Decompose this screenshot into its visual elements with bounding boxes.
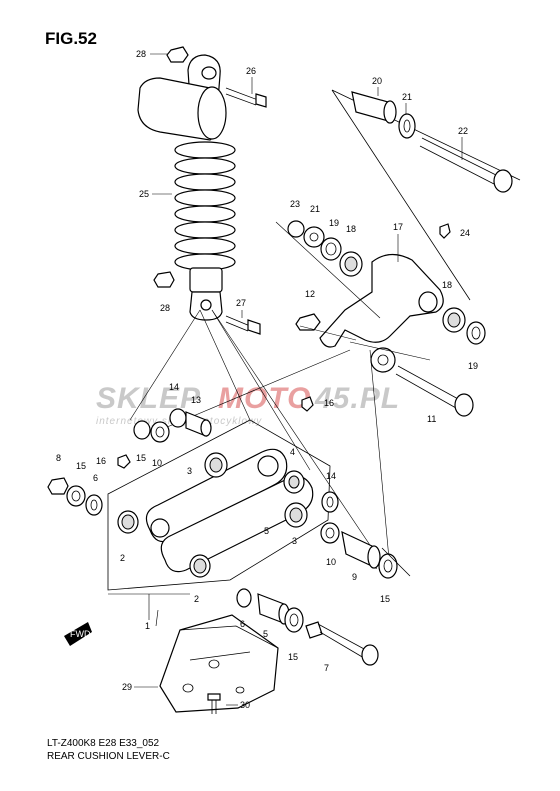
callout-22: 22 <box>458 126 468 136</box>
callout-28-top: 28 <box>136 49 146 59</box>
shock-body <box>189 267 223 293</box>
callout-17: 17 <box>393 222 403 232</box>
callout-labels: 28 26 25 28 27 20 21 22 23 21 19 18 17 2… <box>56 49 478 710</box>
cushion-lever-17-group <box>287 220 486 417</box>
cushion-rod-lower-arm <box>160 475 314 573</box>
callout-16-right: 16 <box>324 398 334 408</box>
callout-2-bottom: 2 <box>194 594 199 604</box>
callout-23: 23 <box>290 199 300 209</box>
model-code: LT-Z400K8 E28 E33_052 <box>47 738 160 749</box>
washer-14-right <box>321 491 339 513</box>
bolt-11 <box>395 365 474 417</box>
callout-14-upper: 14 <box>169 382 179 392</box>
callout-25: 25 <box>139 189 149 199</box>
fwd-label: FWD <box>70 629 91 639</box>
callout-28-bottom: 28 <box>160 303 170 313</box>
watermark: SKLEP MOTO 45.PL internetowy sklep motoc… <box>96 382 400 427</box>
callout-15-mid: 15 <box>136 453 146 463</box>
figure-title: FIG.52 <box>45 29 97 48</box>
callout-15-lower: 15 <box>288 652 298 662</box>
washer-14-upper-left <box>150 421 170 443</box>
bolt-7 <box>305 621 379 666</box>
nut-23 <box>287 220 305 238</box>
callout-10-right: 10 <box>326 557 336 567</box>
washer-15-upper-left <box>133 420 151 440</box>
callout-3-right: 3 <box>292 536 297 546</box>
callout-5-lower: 5 <box>263 629 268 639</box>
callout-27: 27 <box>236 298 246 308</box>
washer-15-lower <box>284 607 304 633</box>
callout-6-lower: 6 <box>240 619 245 629</box>
washer-19-left <box>320 237 342 261</box>
callout-10-upper: 10 <box>152 458 162 468</box>
upper-shaft-group <box>331 89 521 301</box>
nut-12 <box>295 313 321 331</box>
shock-reservoir-cap <box>197 86 227 140</box>
watermark-brand-mid: MOTO <box>218 382 311 415</box>
bolt-26 <box>225 87 267 108</box>
washer-15-right <box>378 553 398 579</box>
callout-21-mid: 21 <box>310 204 320 214</box>
nut-28-bottom <box>153 271 175 288</box>
washer-21-upper <box>398 113 416 139</box>
callout-19-right: 19 <box>468 361 478 371</box>
bolt-30 <box>207 693 221 714</box>
callout-8: 8 <box>56 453 61 463</box>
nut-28-top <box>166 46 189 63</box>
callout-13: 13 <box>191 395 201 405</box>
callout-29: 29 <box>122 682 132 692</box>
grease-nipple-16-left <box>117 454 131 469</box>
rear-shock-absorber <box>137 46 267 335</box>
callout-12: 12 <box>305 289 315 299</box>
callout-11: 11 <box>427 414 436 424</box>
washer-21-mid <box>303 226 325 248</box>
washer-10-right <box>320 522 340 544</box>
callout-18-right: 18 <box>442 280 452 290</box>
callout-24: 24 <box>460 228 470 238</box>
washer-15-left <box>66 485 86 507</box>
cushion-rod <box>145 448 314 573</box>
shock-bottom-eye-hole <box>200 299 212 311</box>
bracket-29 <box>159 614 279 713</box>
callout-19-left: 19 <box>329 218 339 228</box>
callout-7: 7 <box>324 663 329 673</box>
bolt-27 <box>225 315 261 335</box>
leader-1 <box>108 593 190 620</box>
washer-6-lower <box>236 588 252 608</box>
callout-26: 26 <box>246 66 256 76</box>
callout-9: 9 <box>352 572 357 582</box>
callout-15-left: 15 <box>76 461 86 471</box>
leader-15-right <box>381 547 411 577</box>
callout-30: 30 <box>240 700 250 710</box>
callout-16-left: 16 <box>96 456 106 466</box>
callout-2-left: 2 <box>120 553 125 563</box>
callout-18-left: 18 <box>346 224 356 234</box>
watermark-brand-right: 45.PL <box>314 382 400 415</box>
washer-10-upper-left <box>169 408 187 428</box>
grease-nipple-24 <box>439 223 451 239</box>
fwd-arrow-icon: FWD <box>64 622 92 646</box>
cushion-lever-17 <box>319 253 444 348</box>
callout-4: 4 <box>290 447 295 457</box>
watermark-brand-left: SKLEP <box>96 382 201 415</box>
washer-19-right <box>466 321 486 345</box>
lower-group-outline <box>107 419 331 591</box>
washer-6-left <box>85 494 103 516</box>
figure-caption: REAR CUSHION LEVER-C <box>47 751 170 762</box>
nut-8 <box>47 477 69 495</box>
callout-14-right: 14 <box>326 471 336 481</box>
shock-spring <box>174 141 236 271</box>
callout-21-upper: 21 <box>402 92 412 102</box>
callout-5: 5 <box>264 526 269 536</box>
callout-1: 1 <box>145 621 150 631</box>
grease-nipple-16-right <box>301 396 314 412</box>
callout-15-right: 15 <box>380 594 390 604</box>
bolt-22 <box>419 137 513 193</box>
callout-6-left: 6 <box>93 473 98 483</box>
callout-3-upper: 3 <box>187 466 192 476</box>
shock-top-eye-hole <box>201 66 217 80</box>
callout-20: 20 <box>372 76 382 86</box>
callout-ticks <box>134 53 463 706</box>
